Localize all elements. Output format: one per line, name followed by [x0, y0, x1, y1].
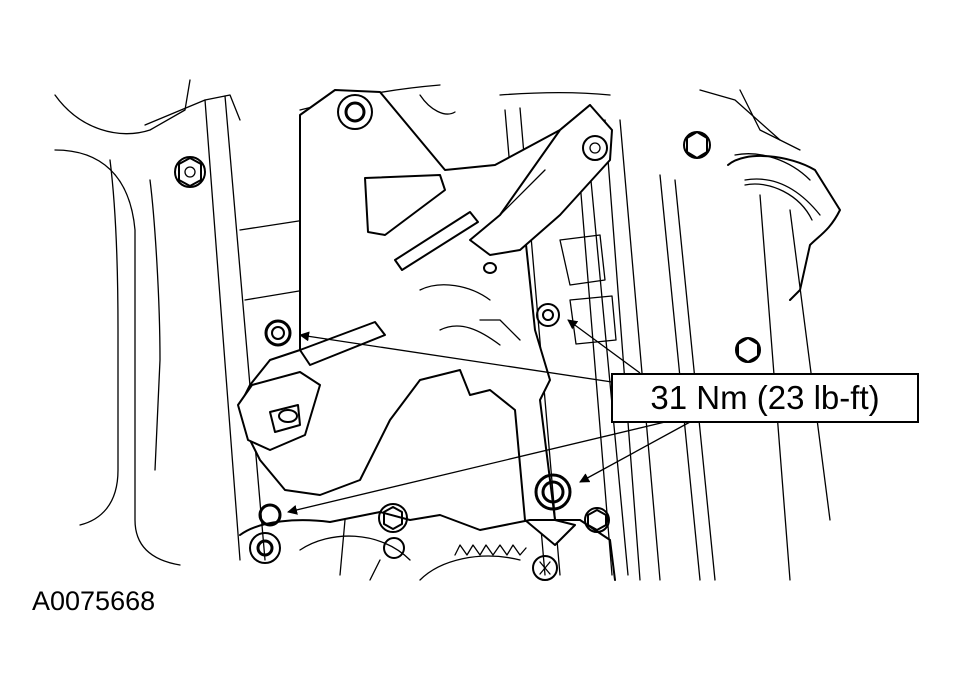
- engine-housing-left: [54, 79, 456, 566]
- torque-spec-label: 31 Nm (23 lb-ft): [650, 379, 880, 416]
- torque-spec-callout: 31 Nm (23 lb-ft): [611, 373, 919, 423]
- bolt-head-right-mid: [735, 337, 761, 363]
- figure-id-label: A0075668: [32, 586, 156, 616]
- bolt-head-upper-left: [174, 156, 206, 188]
- mounting-bracket: [237, 89, 613, 546]
- bolt-head-upper-right: [683, 131, 711, 159]
- lower-engine-cover: [239, 503, 616, 581]
- torque-leader-lines: [287, 319, 691, 515]
